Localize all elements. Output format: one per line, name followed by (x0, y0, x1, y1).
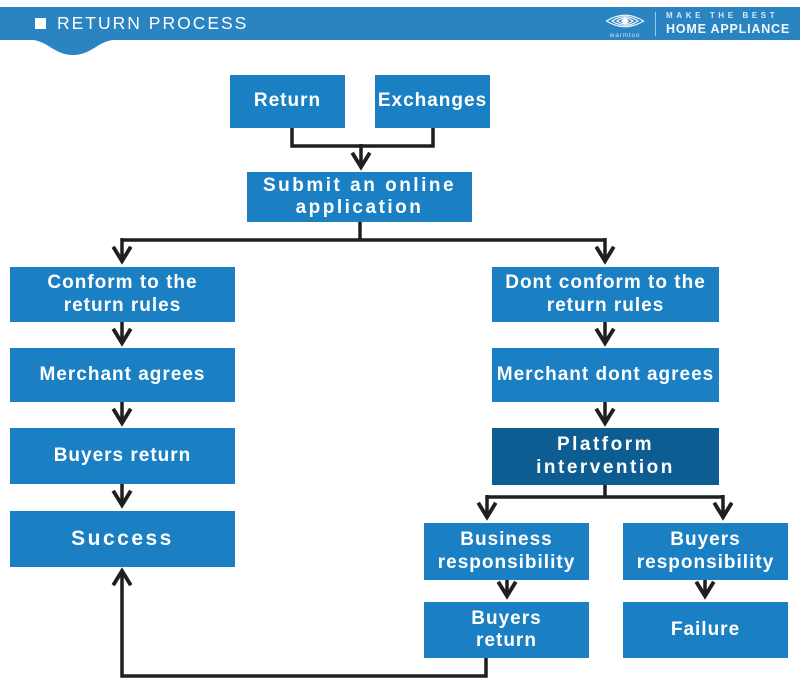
brand-mark: warmtoo (605, 8, 645, 39)
edge-submit-split (122, 222, 605, 242)
node-submit-application: Submit an online application (247, 172, 472, 222)
brand-logo: warmtoo MAKE THE BEST HOME APPLIANCE (605, 7, 790, 40)
header-bar: RETURN PROCESS warmtoo MAKE THE BEST HOM… (0, 7, 800, 40)
header-ribbon-notch (33, 40, 113, 55)
node-exchanges: Exchanges (375, 75, 490, 128)
node-conform-rules: Conform to the return rules (10, 267, 235, 322)
node-dont-conform-rules: Dont conform to the return rules (492, 267, 719, 322)
brand-name: warmtoo (609, 32, 641, 39)
edge-buyers-return-2-loop-to-success (111, 567, 488, 678)
node-failure: Failure (623, 602, 788, 658)
brand-eye-pupil (621, 17, 630, 25)
node-success: Success (10, 511, 235, 567)
node-platform-intervention: Platform intervention (492, 428, 719, 485)
page-title: RETURN PROCESS (57, 13, 249, 33)
node-return: Return (230, 75, 345, 128)
brand-divider (655, 11, 657, 36)
title-bullet-icon (35, 18, 46, 29)
node-buyers-return: Buyers return (10, 428, 235, 484)
edge-return-exchanges-merge (290, 128, 435, 148)
node-buyers-responsibility: Buyers responsibility (623, 523, 788, 580)
brand-tagline-top: MAKE THE BEST (666, 11, 779, 20)
edge-platform-split (487, 485, 723, 499)
brand-tagline-bottom: HOME APPLIANCE (666, 22, 790, 36)
node-buyers-return-2: Buyers return (424, 602, 589, 658)
brand-tagline: MAKE THE BEST HOME APPLIANCE (666, 11, 790, 36)
node-merchant-agrees: Merchant agrees (10, 348, 235, 402)
brand-eye-icon (605, 14, 645, 28)
node-merchant-dont-agrees: Merchant dont agrees (492, 348, 719, 402)
node-business-responsibility: Business responsibility (424, 523, 589, 580)
